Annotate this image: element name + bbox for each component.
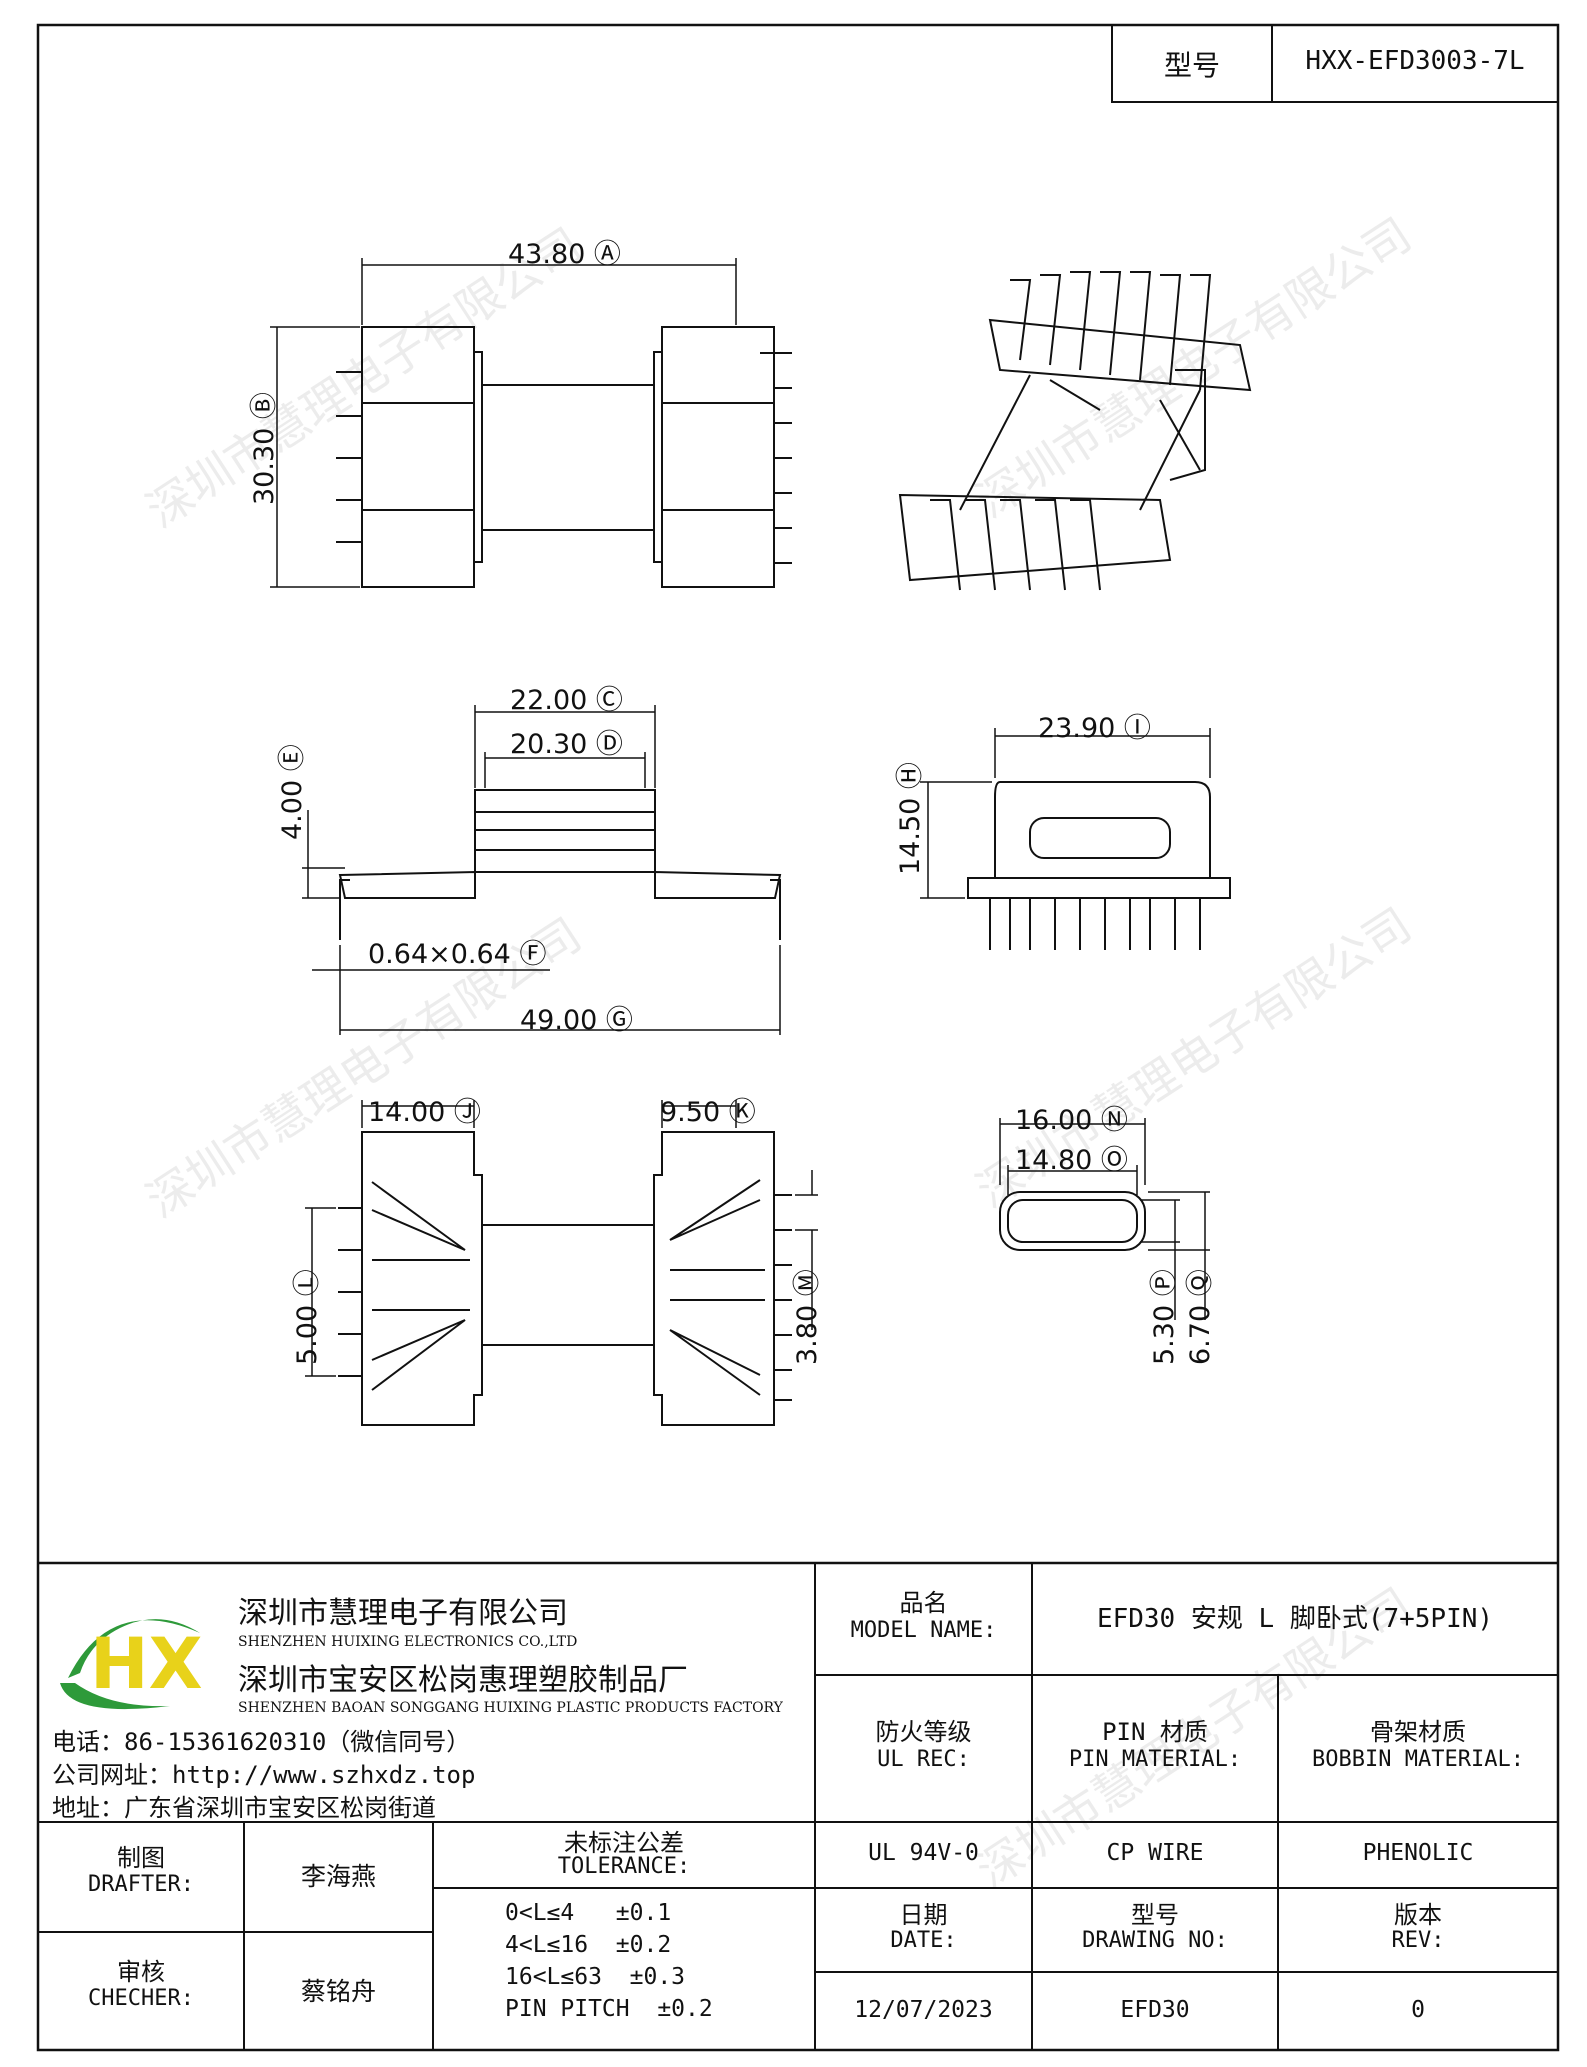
company-address: 地址：广东省深圳市宝安区松岗街道 — [52, 1794, 436, 1822]
dim-D: 20.30 Ⓓ — [510, 729, 623, 760]
factory-name-cn: 深圳市宝安区松岗惠理塑胶制品厂 — [238, 1663, 688, 1698]
model-value: HXX-EFD3003-7L — [1305, 46, 1525, 76]
model-name-label-en: MODEL NAME: — [850, 1618, 997, 1643]
model-name-value: EFD30 安规 L 脚卧式(7+5PIN) — [1096, 1604, 1494, 1634]
date-label-cn: 日期 — [899, 1901, 948, 1929]
company-website: 公司网址：http://www.szhxdz.top — [52, 1761, 476, 1789]
ul-rec-value: UL 94V-0 — [868, 1840, 979, 1866]
dim-Q: 6.70 Ⓠ — [1185, 1269, 1216, 1365]
dim-L: 5.00 Ⓛ — [292, 1269, 323, 1365]
ul-rec-label-cn: 防火等级 — [875, 1718, 972, 1746]
factory-name-en: SHENZHEN BAOAN SONGGANG HUIXING PLASTIC … — [238, 1700, 783, 1716]
drafter-name: 李海燕 — [300, 1862, 376, 1891]
dim-K: 9.50 Ⓚ — [660, 1097, 756, 1128]
dim-C: 22.00 Ⓒ — [510, 685, 623, 716]
model-label: 型号 — [1163, 49, 1220, 82]
rev-label-en: REV: — [1391, 1928, 1445, 1953]
bobbin-material-value: PHENOLIC — [1362, 1840, 1474, 1866]
pin-material-label-cn: PIN 材质 — [1102, 1718, 1208, 1746]
drafter-label-cn: 制图 — [117, 1844, 165, 1872]
dim-M: 3.80 Ⓜ — [792, 1269, 823, 1365]
bobbin-material-label-en: BOBBIN MATERIAL: — [1312, 1747, 1524, 1772]
tolerance-label-en: TOLERANCE: — [557, 1854, 691, 1879]
tolerance-line-4: PIN PITCH ±0.2 — [505, 1996, 713, 2022]
dim-O: 14.80 Ⓞ — [1015, 1145, 1128, 1176]
tolerance-label-cn: 未标注公差 — [564, 1829, 684, 1857]
drafter-label-en: DRAFTER: — [88, 1872, 194, 1897]
ul-rec-label-en: UL REC: — [877, 1747, 970, 1772]
dim-F: 0.64×0.64 Ⓕ — [368, 939, 547, 970]
pin-material-value: CP WIRE — [1106, 1840, 1204, 1866]
rev-value: 0 — [1411, 1997, 1425, 2023]
pin-material-label-en: PIN MATERIAL: — [1068, 1747, 1242, 1772]
date-label-en: DATE: — [890, 1928, 957, 1953]
rev-label-cn: 版本 — [1394, 1901, 1442, 1929]
model-name-label-cn: 品名 — [899, 1589, 948, 1617]
date-value: 12/07/2023 — [854, 1997, 993, 2023]
dim-A: 43.80 Ⓐ — [508, 239, 621, 270]
drawing-no-label-en: DRAWING NO: — [1082, 1928, 1228, 1953]
tolerance-line-2: 4<L≤16 ±0.2 — [505, 1932, 672, 1958]
company-logo: HX — [60, 1619, 203, 1710]
drawing-no-label-cn: 型号 — [1131, 1901, 1179, 1929]
company-name-en: SHENZHEN HUIXING ELECTRONICS CO.,LTD — [238, 1634, 578, 1650]
dim-P: 5.30 Ⓟ — [1149, 1269, 1180, 1365]
dim-B: 30.30 Ⓑ — [249, 392, 280, 505]
checker-name: 蔡铭舟 — [300, 1977, 376, 2006]
dim-I: 23.90 Ⓘ — [1038, 713, 1151, 744]
company-name-cn: 深圳市慧理电子有限公司 — [238, 1596, 568, 1631]
dim-E: 4.00 Ⓔ — [277, 744, 308, 840]
tolerance-line-1: 0<L≤4 ±0.1 — [505, 1900, 672, 1926]
bobbin-material-label-cn: 骨架材质 — [1370, 1718, 1466, 1746]
drawing-no-value: EFD30 — [1120, 1997, 1190, 2023]
logo-text: HX — [90, 1623, 203, 1705]
dim-J: 14.00 Ⓙ — [368, 1097, 481, 1128]
checker-label-cn: 审核 — [117, 1958, 165, 1986]
dim-G: 49.00 Ⓖ — [520, 1005, 633, 1036]
company-phone: 电话：86-15361620310（微信同号） — [52, 1728, 471, 1756]
dim-H: 14.50 Ⓗ — [895, 762, 926, 875]
checker-label-en: CHECHER: — [88, 1986, 194, 2011]
dim-N: 16.00 Ⓝ — [1015, 1105, 1128, 1136]
tolerance-line-3: 16<L≤63 ±0.3 — [505, 1964, 686, 1990]
